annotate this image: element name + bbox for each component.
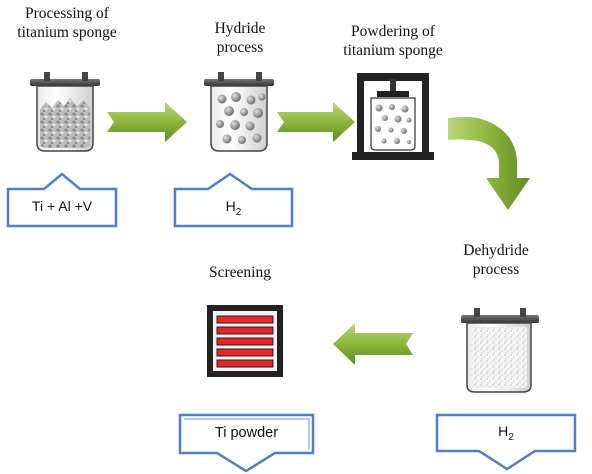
flow-arrow-3: [333, 323, 413, 365]
output-arrow-hydrogen: [435, 413, 577, 471]
flow-arrow-2: [277, 102, 355, 142]
hydride-vessel: [204, 72, 274, 152]
input-arrow-alloy: [6, 172, 118, 228]
stage-label-processing: Processing of titanium sponge: [17, 5, 117, 41]
stage-label-dehydride: Dehydride process: [463, 242, 529, 278]
sponge-vessel: [30, 72, 100, 152]
dehydride-vessel: [461, 308, 539, 393]
stage-label-hydride: Hydride process: [214, 20, 266, 56]
stage-label-screening: Screening: [209, 264, 271, 281]
hydrogen-output-label: H2: [498, 423, 514, 443]
flow-arrow-curve: [448, 117, 530, 210]
ti-powder-output-label: Ti powder: [214, 425, 279, 441]
input-arrow-hydrogen: [173, 172, 294, 228]
powdering-press: [352, 73, 434, 160]
screen-sieve: [207, 305, 283, 377]
flow-arrow-1: [107, 102, 187, 142]
alloy-input-label: Ti + Al +V: [31, 198, 93, 214]
hydrogen-input-label: H2: [225, 198, 242, 218]
output-arrow-product: [178, 413, 315, 473]
stage-label-powdering: Powdering of titanium sponge: [343, 23, 443, 59]
